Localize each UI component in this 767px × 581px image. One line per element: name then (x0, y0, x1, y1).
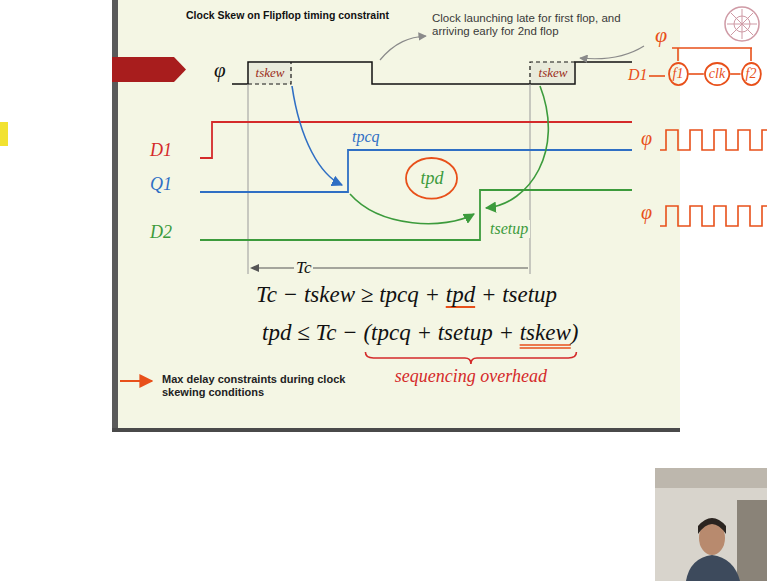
node-outline (669, 63, 688, 85)
clock-waveform (232, 62, 632, 84)
webcam-person (686, 555, 740, 581)
skew-window: tskew (249, 62, 292, 84)
skewed-clock-edge (248, 62, 291, 84)
signal-name: D1 (628, 66, 648, 84)
signal-name: Q1 (150, 174, 172, 195)
signal-name: φ (641, 201, 652, 224)
delay-label: tsetup (488, 220, 530, 238)
node-text: f1 (673, 66, 684, 82)
logo-ring (725, 7, 759, 41)
webcam-wall (655, 468, 767, 488)
signal-name: φ (641, 127, 652, 150)
bullet-arrow (120, 380, 152, 382)
curly-brace (365, 352, 576, 364)
logo-star (727, 9, 757, 39)
node-outline (742, 63, 761, 85)
signal-name: φ (214, 58, 226, 82)
slide-border (112, 428, 680, 432)
wire-connector (730, 73, 740, 75)
clock-wire (672, 48, 752, 61)
node-outline (406, 158, 457, 199)
skew-window: tskew (531, 62, 576, 84)
node-text: tskew (539, 66, 568, 81)
node-text: tpd (420, 168, 443, 189)
pointer-arrow (380, 36, 426, 60)
clock-sketch (660, 206, 767, 226)
signal-name: D1 (150, 140, 172, 161)
d1-waveform (200, 122, 632, 158)
highlight-mark (0, 122, 8, 146)
webcam-person (698, 518, 726, 534)
pointer-arrow (580, 46, 644, 59)
logic-circle: clk (704, 62, 730, 86)
node-text: f2 (746, 66, 757, 82)
signal-name: D2 (150, 222, 172, 243)
clock-sketch (660, 130, 767, 150)
slide-ground (112, 0, 680, 432)
period-label: Tc (294, 258, 313, 278)
d2-waveform (200, 190, 632, 240)
webcam-wall (655, 468, 767, 581)
webcam-thumbnail (655, 468, 767, 581)
signal-name: φ (655, 22, 667, 47)
skewed-clock-edge (530, 62, 575, 84)
webcam-door (737, 500, 767, 581)
data-wire (649, 75, 665, 77)
timing-equation: Tc − tskew ≥ tpcq + tpd + tsetup (256, 282, 557, 308)
bullet-text: Max delay constraints during clock skewi… (162, 373, 382, 398)
timing-equation: tpd ≤ Tc − (tpcq + tsetup + tskew) (262, 320, 578, 346)
q1-waveform (200, 150, 632, 192)
delay-circle: tpd (405, 157, 458, 200)
brace-note: sequencing overhead (395, 366, 547, 387)
annotation-note: Clock launching late for first flop, and… (432, 12, 647, 38)
setup-arrow (486, 86, 548, 208)
delay-label: tpcq (350, 128, 382, 146)
node-text: clk (709, 66, 725, 82)
arrow-head (250, 264, 259, 272)
guide-line (248, 84, 249, 274)
delay-arrow (350, 194, 474, 224)
wire-connector (688, 73, 703, 75)
guide-line (530, 84, 531, 274)
slide-title: Clock Skew on Flipflop timing constraint (186, 9, 389, 21)
section-tab (112, 57, 186, 82)
flipflop-circle: f2 (741, 62, 762, 86)
delay-arrow (292, 86, 342, 185)
node-outline (705, 63, 729, 85)
flipflop-circle: f1 (668, 62, 689, 86)
emphasis-underline (520, 347, 571, 349)
logo (725, 7, 759, 41)
node-text: tskew (256, 66, 285, 81)
